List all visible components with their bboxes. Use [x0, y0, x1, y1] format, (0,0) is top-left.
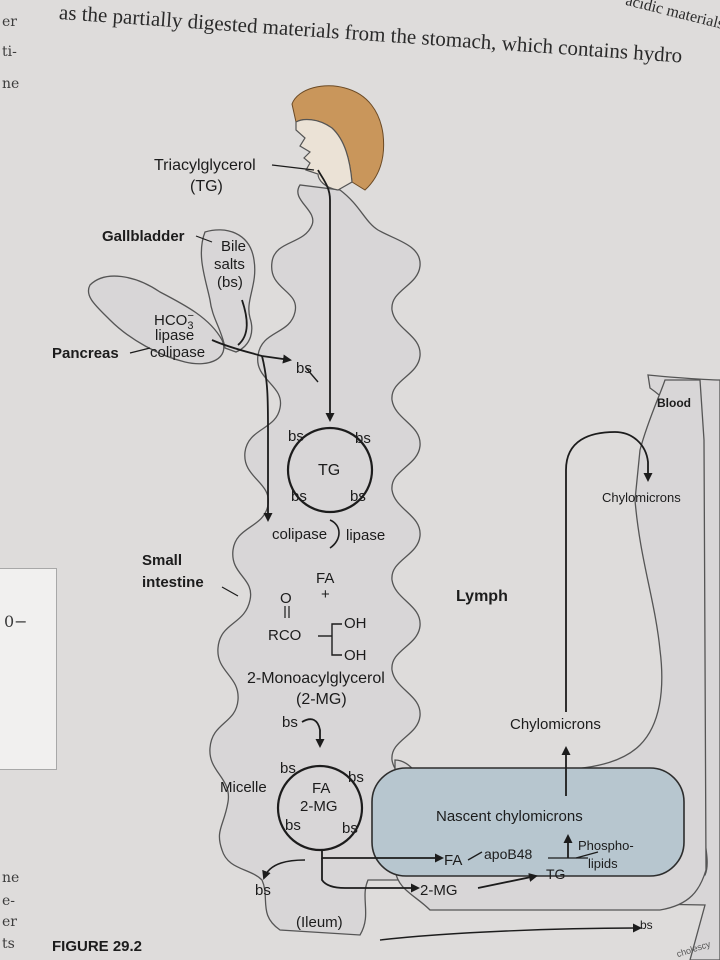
label-fa: FA [316, 570, 335, 587]
glycerol-bracket [331, 623, 342, 656]
label-pancreas: Pancreas [52, 345, 119, 362]
label-tg-cell: TG [546, 866, 566, 882]
colipase-bracket [329, 519, 340, 549]
label-bs-exit: bs [640, 918, 653, 932]
label-rco: RCO [268, 627, 302, 644]
pancreas-shape [87, 275, 225, 365]
left-edge-text: er [2, 914, 17, 930]
label-bs-micelle-3: bs [285, 817, 301, 834]
left-edge-text: ti- [2, 44, 17, 60]
food-path-arrow [317, 169, 335, 422]
mg-uptake-arrow [321, 858, 420, 893]
label-bs-tg-2: bs [355, 430, 371, 447]
mg-to-tg [477, 873, 538, 889]
label-2mg-cell: 2-MG [420, 882, 458, 899]
label-colipase-2: colipase [272, 526, 328, 543]
leader-line [129, 347, 151, 354]
leader-line [195, 235, 213, 243]
leader-line [271, 164, 315, 171]
bs-arrow [305, 367, 319, 383]
figure-caption: FIGURE 29.2 [52, 938, 143, 955]
label-bs-return: bs [255, 882, 271, 899]
label-apob48: apoB48 [484, 846, 533, 862]
label-bs: (bs) [217, 274, 243, 291]
fat-droplet-circle [286, 426, 374, 514]
label-bs-tg-1: bs [288, 428, 304, 445]
label-monoacylglycerol: 2-Monoacylglycerol [247, 670, 385, 687]
label-blood: Blood [657, 396, 691, 410]
label-bile: Bile [221, 238, 247, 255]
label-2mg-micelle: 2-MG [300, 798, 338, 815]
label-fa-micelle: FA [312, 780, 331, 797]
label-salts: salts [214, 256, 245, 273]
label-nascent-chylomicrons: Nascent chylomicrons [436, 808, 583, 825]
label-o: O [280, 590, 292, 607]
label-bs-tg-3: bs [291, 488, 307, 505]
bs-exit-arrow [379, 923, 642, 941]
head-face [295, 118, 353, 191]
label-lipase-2: lipase [346, 527, 386, 544]
label-bs-mg: bs [282, 714, 298, 731]
left-edge-text: ne [2, 870, 20, 886]
label-oh-1: OH [344, 615, 367, 632]
label-oh-2: OH [344, 647, 367, 664]
left-edge-text: 0− [4, 612, 28, 631]
duct-down-arrow [261, 355, 273, 522]
label-fa-cell: FA [444, 852, 463, 869]
label-tg: (TG) [190, 178, 223, 195]
label-bs-tg-4: bs [350, 488, 366, 505]
phospholipid-line [575, 851, 599, 859]
label-intestine: intestine [142, 574, 204, 591]
bile-duct-line [237, 299, 248, 346]
leader-line [221, 586, 239, 597]
label-chylomicrons-blood: Chylomicrons [602, 490, 681, 505]
left-edge-text: ne [2, 76, 20, 92]
lymph-to-blood-arrow [565, 431, 653, 712]
micelle-circle [276, 764, 364, 852]
label-tg-droplet: TG [318, 462, 341, 479]
enterocyte-cell [371, 767, 685, 877]
left-edge-text: ts [2, 936, 15, 952]
fa-to-apob [467, 851, 483, 861]
label-gallbladder: Gallbladder [102, 228, 185, 245]
pancreatic-duct-line [211, 339, 292, 364]
left-edge-text: er [2, 14, 17, 30]
left-edge-text: e- [2, 893, 16, 909]
body-text-fragment-top: secreti [160, 0, 197, 2]
label-bs-micelle-4: bs [342, 820, 358, 837]
label-lymph: Lymph [456, 588, 508, 605]
label-ileum: (Ileum) [296, 914, 343, 931]
label-plus: + [321, 586, 330, 603]
label-2mg: (2-MG) [296, 691, 347, 708]
label-small: Small [142, 552, 183, 569]
label-lipids: lipids [588, 856, 618, 871]
label-colipase: colipase [150, 344, 206, 361]
label-bs-micelle-1: bs [280, 760, 296, 777]
mg-arrow [301, 718, 325, 748]
label-hco3: HCO3− [154, 310, 194, 332]
label-chylomicrons-lymph: Chylomicrons [510, 716, 601, 733]
gallbladder-shape [200, 229, 256, 353]
margin-box [0, 568, 57, 770]
label-bs-micelle-2: bs [348, 769, 364, 786]
label-triacylglycerol: Triacylglycerol [154, 157, 256, 174]
label-micelle: Micelle [220, 779, 267, 796]
label-bs-duct: bs [296, 360, 312, 377]
label-lipase: lipase [155, 327, 195, 344]
label-phospho: Phospho- [578, 838, 634, 853]
bs-return-arrow [262, 859, 306, 880]
